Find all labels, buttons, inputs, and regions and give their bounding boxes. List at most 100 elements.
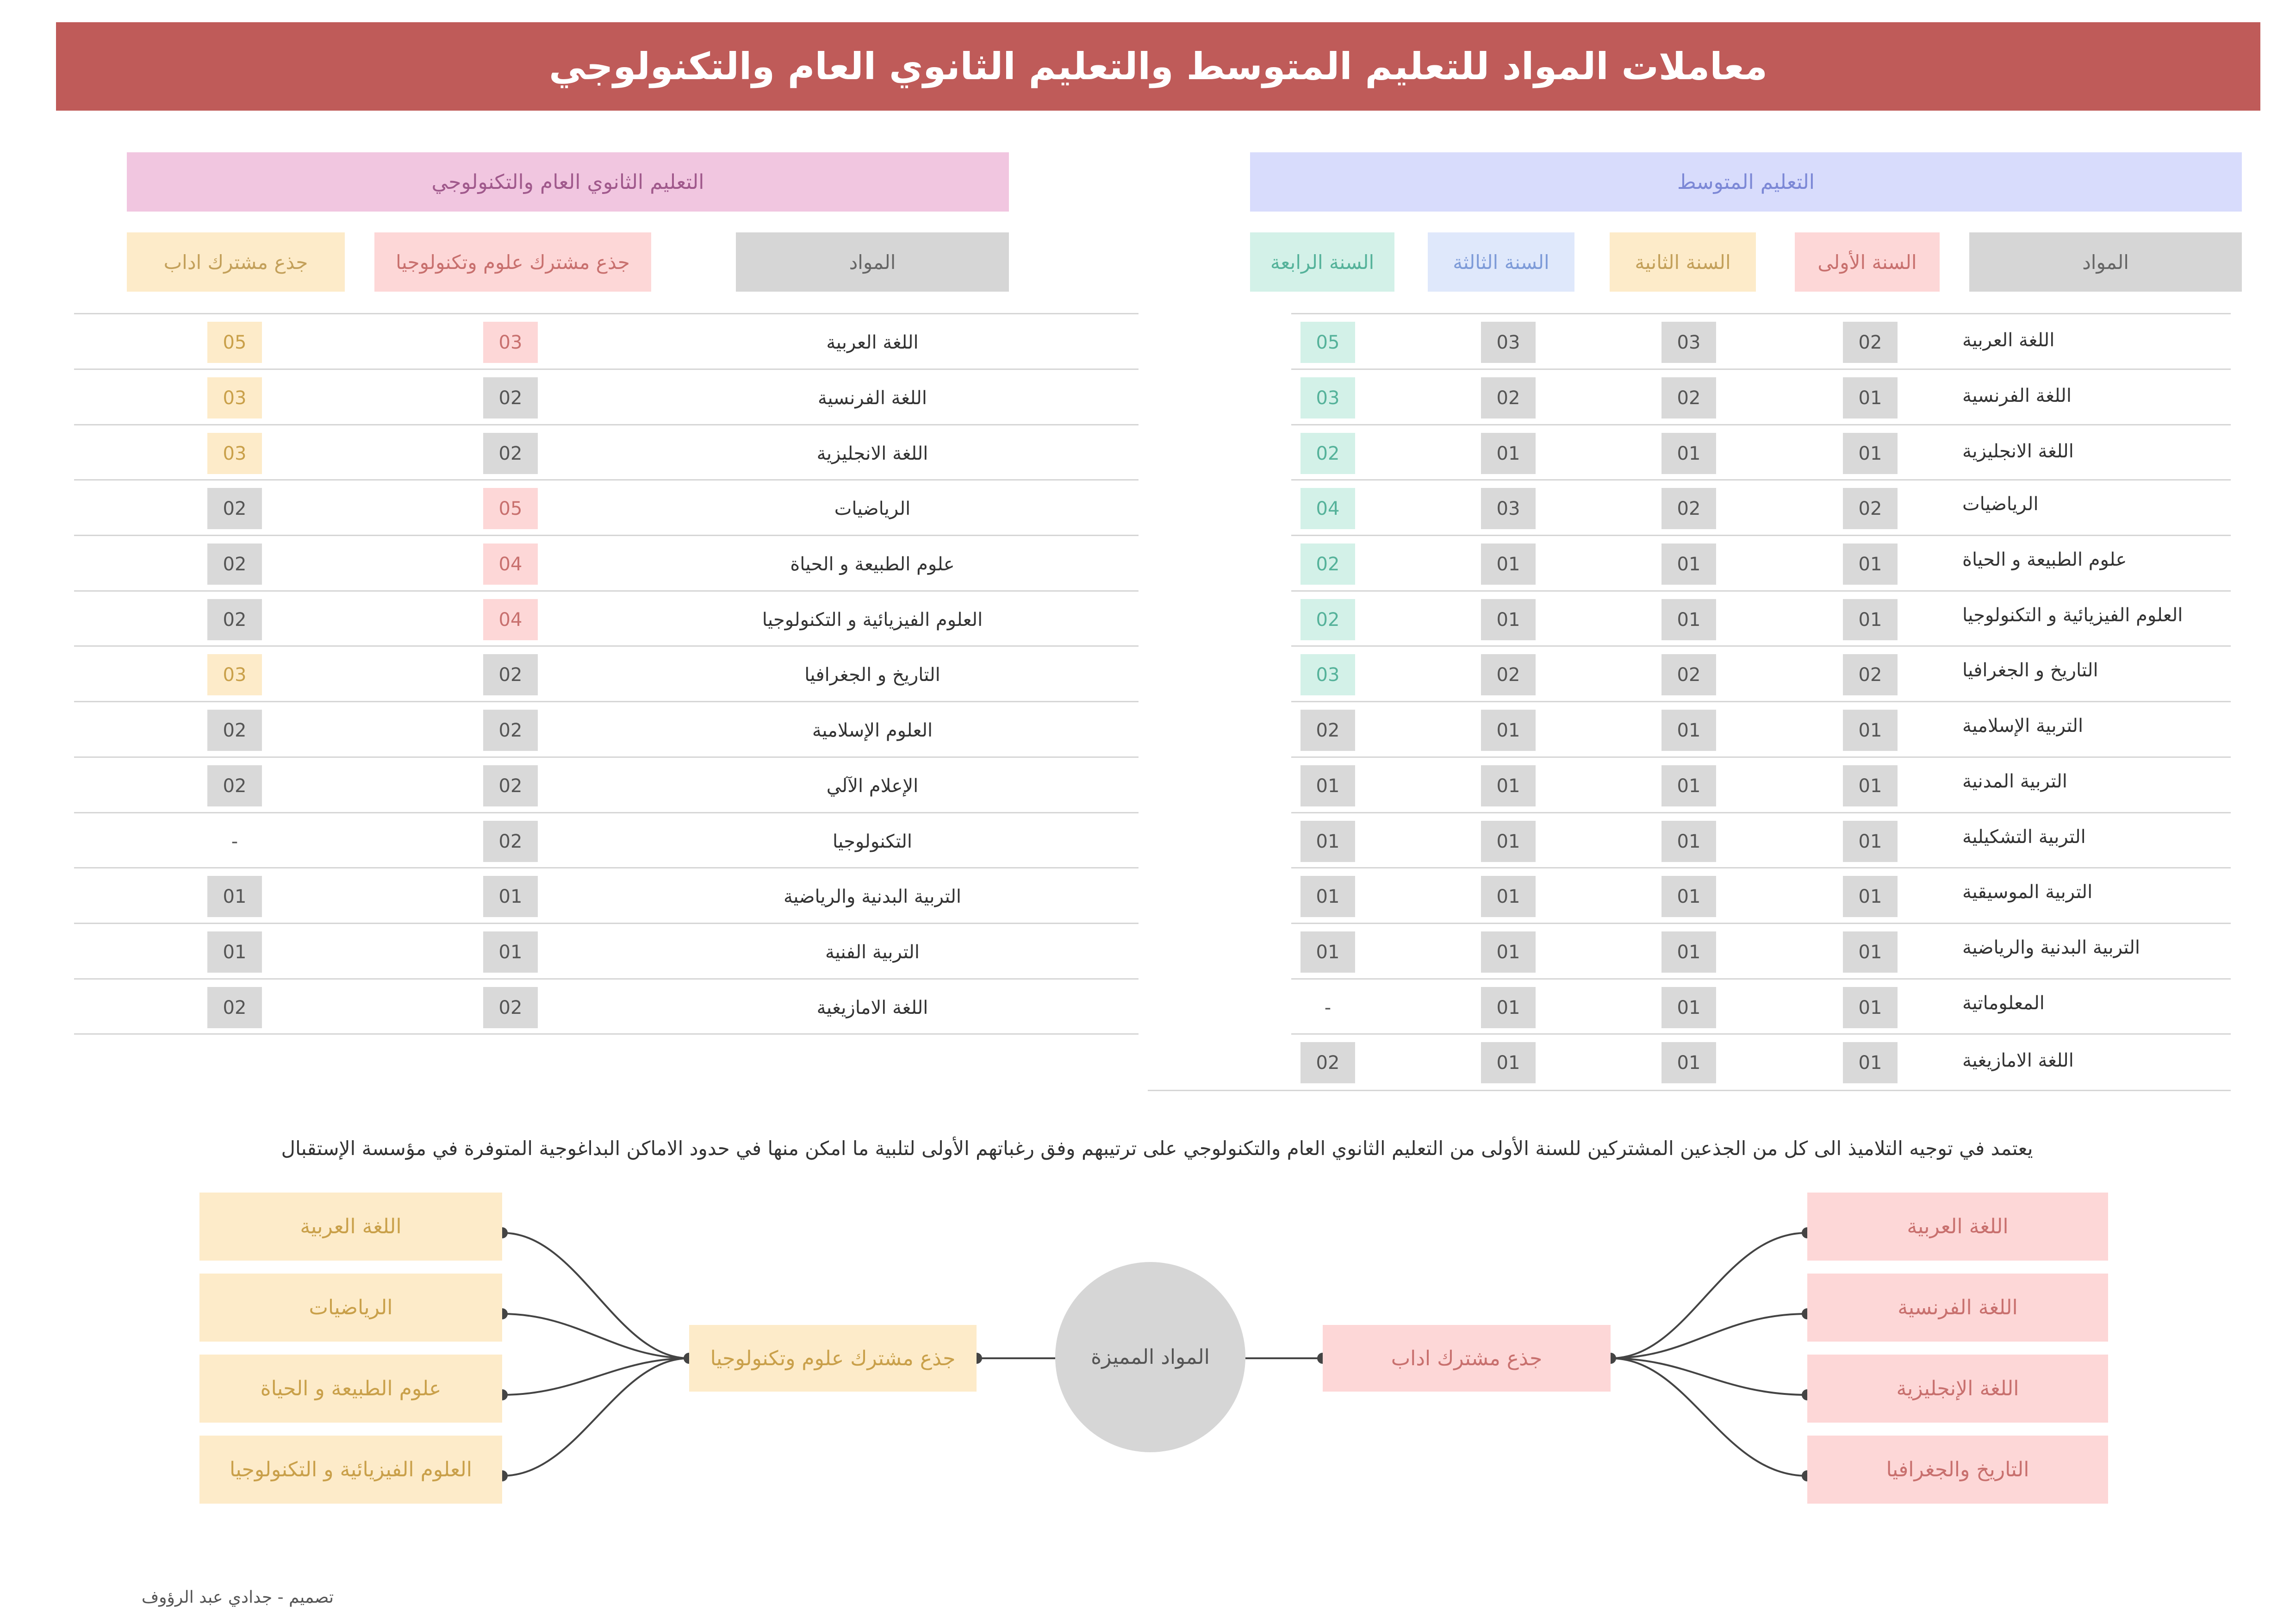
middle-year3-value: 01 (1481, 543, 1536, 585)
secondary-subject-name: التكنولوجيا (832, 831, 913, 852)
connector-line (502, 1232, 690, 1359)
secondary-literature-value: 03 (207, 377, 262, 418)
middle-year2-value: 01 (1661, 599, 1716, 640)
middle-row-divider (1291, 923, 2231, 924)
secondary-col-header-literature: جذع مشترك اداب (127, 232, 345, 292)
middle-year3-value: 01 (1481, 599, 1536, 640)
secondary-literature-value: 02 (207, 543, 262, 585)
secondary-science-value: 02 (483, 710, 538, 751)
connector-line (502, 1313, 690, 1359)
secondary-literature-value: 03 (207, 433, 262, 474)
secondary-row-divider (74, 424, 1139, 425)
middle-subject-name: التربية التشكيلية (1962, 826, 2086, 848)
secondary-subject-name: التاريخ و الجغرافيا (804, 664, 940, 686)
middle-row-divider (1291, 424, 2231, 425)
middle-section-header: التعليم المتوسط (1250, 152, 2242, 212)
secondary-row-divider (74, 645, 1139, 647)
middle-year4-value: 01 (1300, 876, 1355, 917)
secondary-row-divider (74, 701, 1139, 702)
middle-year4-value: 02 (1300, 433, 1355, 474)
secondary-subject-name: العلوم الفيزيائية و التكنولوجيا (762, 609, 983, 631)
secondary-science-value: 03 (483, 322, 538, 363)
middle-year2-value: 01 (1661, 987, 1716, 1028)
secondary-row-divider (74, 923, 1139, 924)
middle-row-divider (1291, 590, 2231, 592)
secondary-literature-value: 05 (207, 322, 262, 363)
secondary-subject-name: العلوم الإسلامية (812, 719, 933, 741)
orientation-note: يعتمد في توجيه التلاميذ الى كل من الجذعي… (281, 1137, 2033, 1160)
connector-line (1610, 1313, 1808, 1359)
connector-line (1610, 1357, 1808, 1477)
secondary-literature-value: 02 (207, 488, 262, 529)
middle-year1-value: 01 (1843, 710, 1898, 751)
secondary-science-value: 01 (483, 876, 538, 917)
secondary-science-value: 01 (483, 931, 538, 973)
sci-stream-node: جذع مشترك علوم وتكنولوجيا (689, 1325, 977, 1392)
middle-year4-value: 02 (1300, 543, 1355, 585)
middle-subject-name: اللغة الانجليزية (1962, 440, 2074, 462)
middle-year4-value: 01 (1300, 931, 1355, 973)
secondary-row-divider (74, 369, 1139, 370)
middle-row-divider (1291, 1033, 2231, 1035)
secondary-literature-value: 01 (207, 931, 262, 973)
secondary-subject-name: اللغة الامازيغية (816, 997, 928, 1018)
middle-row-divider (1291, 978, 2231, 980)
middle-year3-value: 03 (1481, 322, 1536, 363)
middle-row-divider (1291, 535, 2231, 536)
secondary-literature-value: 03 (207, 654, 262, 695)
secondary-science-value: 02 (483, 987, 538, 1028)
middle-year1-value: 01 (1843, 599, 1898, 640)
lit-item-french: اللغة الفرنسية (1807, 1274, 2108, 1342)
middle-subject-name: التربية البدنية والرياضية (1962, 937, 2140, 958)
secondary-subject-name: اللغة الفرنسية (818, 387, 927, 409)
middle-subject-name: العلوم الفيزيائية و التكنولوجيا (1962, 604, 2183, 626)
middle-row-divider (1291, 479, 2231, 481)
lit-item-arabic: اللغة العربية (1807, 1193, 2108, 1261)
middle-year1-value: 01 (1843, 543, 1898, 585)
secondary-subject-name: اللغة العربية (826, 331, 919, 353)
middle-row-divider (1291, 756, 2231, 758)
middle-subject-name: التاريخ و الجغرافيا (1962, 659, 2098, 681)
middle-year1-value: 01 (1843, 821, 1898, 862)
middle-year2-value: 01 (1661, 1042, 1716, 1083)
secondary-subject-name: الرياضيات (834, 498, 911, 519)
middle-year1-value: 01 (1843, 987, 1898, 1028)
middle-year1-value: 01 (1843, 433, 1898, 474)
sci-item-math: الرياضيات (199, 1274, 502, 1342)
secondary-literature-value: 02 (207, 599, 262, 640)
middle-row-divider (1291, 812, 2231, 813)
middle-col-header-year1: السنة الأولى (1795, 232, 1940, 292)
middle-col-header-year2: السنة الثانية (1610, 232, 1756, 292)
secondary-row-divider (74, 535, 1139, 536)
lit-stream-node: جذع مشترك اداب (1323, 1325, 1611, 1392)
featured-subjects-circle: المواد المميزة (1055, 1262, 1245, 1452)
middle-year2-value: 01 (1661, 821, 1716, 862)
middle-year3-value: 02 (1481, 377, 1536, 418)
secondary-row-divider (74, 590, 1139, 592)
middle-year1-value: 02 (1843, 654, 1898, 695)
middle-year4-value: 02 (1300, 710, 1355, 751)
middle-subject-name: علوم الطبيعة و الحياة (1962, 549, 2127, 570)
middle-subject-name: اللغة الفرنسية (1962, 385, 2072, 406)
secondary-subject-name: الإعلام الآلي (826, 775, 919, 797)
middle-year3-value: 01 (1481, 876, 1536, 917)
secondary-science-value: 02 (483, 821, 538, 862)
secondary-subject-name: علوم الطبيعة و الحياة (790, 553, 955, 575)
middle-row-divider (1291, 701, 2231, 702)
middle-year3-value: 01 (1481, 821, 1536, 862)
middle-year4-value: 04 (1300, 488, 1355, 529)
middle-year2-value: 02 (1661, 654, 1716, 695)
middle-year2-value: 01 (1661, 433, 1716, 474)
middle-col-header-year3: السنة الثالثة (1428, 232, 1574, 292)
sci-item-physics: العلوم الفيزيائية و التكنولوجيا (199, 1436, 502, 1504)
secondary-row-divider (74, 867, 1139, 868)
middle-year1-value: 02 (1843, 488, 1898, 529)
lit-item-history-geography: التاريخ والجغرافيا (1807, 1436, 2108, 1504)
design-credit: تصميم - جدادي عبد الرؤوف (141, 1587, 334, 1607)
secondary-science-value: 05 (483, 488, 538, 529)
secondary-row-divider (74, 313, 1139, 314)
middle-row-divider (1148, 1090, 2231, 1091)
middle-year4-value: 05 (1300, 322, 1355, 363)
middle-year1-value: 01 (1843, 765, 1898, 806)
connector-line (1610, 1232, 1808, 1359)
